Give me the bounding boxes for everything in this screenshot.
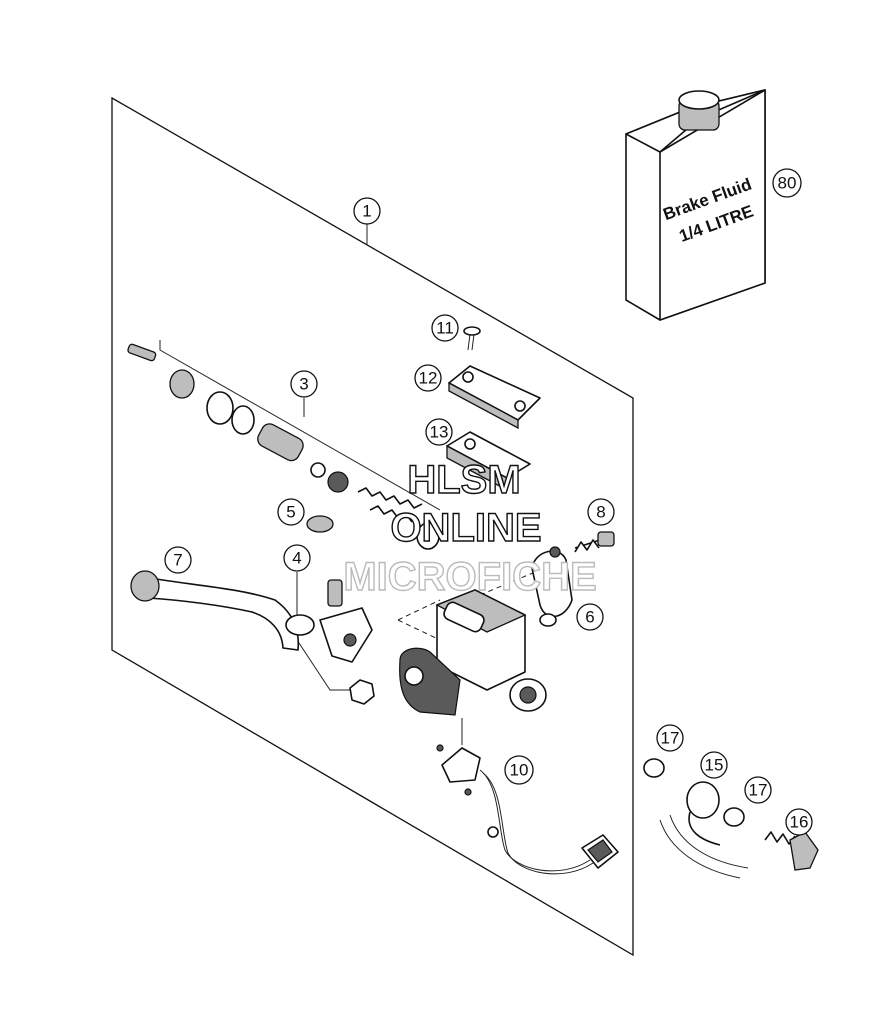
callout-80: 80 (772, 168, 802, 198)
callout-12: 12 (414, 364, 442, 392)
svg-text:11: 11 (436, 319, 454, 338)
reservoir-cap (448, 365, 541, 430)
brake-hose-fitting (643, 758, 749, 879)
handlebar-clamp (531, 546, 573, 627)
callout-10: 10 (504, 755, 534, 785)
callout-1: 1 (353, 197, 381, 225)
callout-11: 11 (431, 314, 459, 342)
callout-3: 3 (290, 370, 318, 398)
callout-7: 7 (164, 546, 192, 574)
callout-6: 6 (576, 603, 604, 631)
callout-16: 16 (785, 808, 813, 836)
brake-light-switch (436, 718, 619, 875)
callout-13: 13 (425, 418, 453, 446)
banjo-bolt (764, 831, 819, 871)
callout-15: 15 (700, 751, 728, 779)
svg-text:6: 6 (585, 608, 594, 627)
svg-text:3: 3 (299, 375, 308, 394)
svg-text:17: 17 (661, 729, 680, 748)
svg-text:12: 12 (419, 369, 438, 388)
callout-4: 4 (283, 544, 311, 572)
hand-lever (130, 570, 315, 651)
svg-text:17: 17 (749, 781, 768, 800)
screw (463, 326, 481, 351)
callout-5: 5 (277, 498, 305, 526)
svg-text:15: 15 (705, 756, 724, 775)
svg-text:13: 13 (430, 423, 449, 442)
svg-text:7: 7 (173, 551, 182, 570)
callout-8: 8 (587, 498, 615, 526)
svg-text:1: 1 (362, 202, 371, 221)
svg-text:16: 16 (790, 813, 809, 832)
washer (306, 515, 334, 533)
svg-text:8: 8 (596, 503, 605, 522)
lever-adjuster (319, 579, 375, 705)
master-cylinder-body (399, 589, 547, 716)
svg-text:4: 4 (292, 549, 301, 568)
svg-text:5: 5 (286, 503, 295, 522)
svg-text:10: 10 (510, 761, 529, 780)
clamp-bolt (574, 531, 615, 553)
diaphragm (446, 431, 531, 492)
callout-17-upper: 17 (656, 724, 684, 752)
svg-text:MICROFICHE: MICROFICHE (343, 555, 596, 599)
watermark: HLSM ONLINE MICROFICHE (343, 457, 598, 599)
callout-17-lower: 17 (744, 776, 772, 804)
svg-text:80: 80 (778, 174, 797, 193)
brake-fluid-can: Brake Fluid 1/4 LITRE (625, 89, 766, 321)
svg-text:HLSM: HLSM (407, 458, 520, 502)
piston-kit (127, 343, 440, 550)
svg-text:ONLINE: ONLINE (390, 506, 541, 550)
assembly-panel (111, 96, 634, 957)
